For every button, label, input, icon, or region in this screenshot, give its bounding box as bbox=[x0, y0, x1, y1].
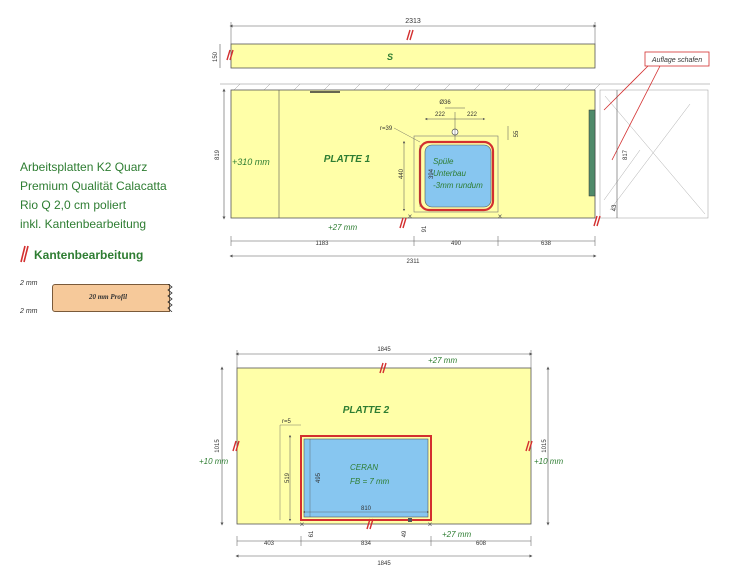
hob-dim-495: 495 bbox=[316, 472, 322, 483]
plate2-offset-right: +10 mm bbox=[534, 457, 563, 466]
sink-radius: r=39 bbox=[380, 126, 393, 132]
legend: Arbeitsplatten K2 Quarz Premium Qualität… bbox=[20, 158, 167, 234]
plate2-edge-mark-right bbox=[525, 440, 533, 452]
plate1-dim-seg-3: 638 bbox=[541, 241, 552, 247]
legend-line-quality: Premium Qualität Calacatta bbox=[20, 179, 167, 193]
callout-text: Auflage schafen bbox=[651, 57, 702, 64]
plate1-sink-cutout bbox=[424, 144, 492, 208]
plate1-dim-seg-2: 490 bbox=[451, 241, 462, 247]
hob-dim-810: 810 bbox=[361, 506, 372, 512]
plate2-edge-mark-left bbox=[232, 440, 240, 452]
plate1-sink-outline bbox=[413, 135, 499, 213]
sink-label-1: Spüle bbox=[433, 157, 454, 166]
plate2-dim-bottom: 1845 bbox=[377, 561, 391, 567]
edge-profile-swatch: 20 mm Profil bbox=[52, 284, 170, 312]
svg-text:×: × bbox=[428, 520, 433, 529]
sink-dim-91: 91 bbox=[422, 225, 428, 232]
callout-box bbox=[644, 51, 710, 67]
plate1-offset-left: +310 mm bbox=[232, 157, 270, 167]
profile-top-mm: 2 mm bbox=[20, 280, 38, 287]
plate1-dim-bottom: 2311 bbox=[407, 259, 421, 265]
plate2-offset-top: +27 mm bbox=[428, 356, 457, 365]
plate2-dim-right: 1015 bbox=[542, 439, 548, 453]
sink-dim-diameter: Ø36 bbox=[439, 100, 451, 106]
plate1-dim-top: 2313 bbox=[405, 18, 421, 25]
hob-label-1: CERAN bbox=[350, 463, 378, 472]
sink-label-3: -3mm rundum bbox=[433, 181, 483, 190]
plate1-dim-43: 43 bbox=[612, 204, 618, 211]
plate2-dim-seg-3: 608 bbox=[476, 541, 487, 547]
plate2-dim-left: 1015 bbox=[215, 439, 221, 453]
hob-radius: r=5 bbox=[282, 419, 292, 425]
svg-text:×: × bbox=[408, 212, 413, 221]
edge-mark-icon bbox=[20, 245, 29, 263]
plate2-hob-edge bbox=[300, 435, 432, 521]
legend-line-edges: inkl. Kantenbearbeitung bbox=[20, 217, 147, 231]
edge-legend-title: Kantenbearbeitung bbox=[34, 248, 144, 262]
plate1-strip-letter: S bbox=[387, 52, 393, 62]
sink-dim-55: 55 bbox=[514, 130, 520, 137]
profile-cut-icon bbox=[167, 284, 173, 312]
plate1-label: PLATTE 1 bbox=[324, 154, 371, 165]
plate1-edge-mark-right bbox=[593, 215, 601, 227]
profile-label: 20 mm Profil bbox=[88, 293, 128, 301]
plate1-dim-right: 817 bbox=[623, 149, 629, 160]
plate1-back-strip bbox=[230, 43, 596, 69]
hob-dim-61: 61 bbox=[309, 530, 315, 537]
plate2-edge-mark-top bbox=[379, 362, 387, 374]
plate1-dim-left: 819 bbox=[215, 149, 221, 160]
plate2-edge-mark-bottom bbox=[366, 518, 374, 530]
plate1-offset-bottom: +27 mm bbox=[328, 223, 357, 232]
svg-text:×: × bbox=[300, 520, 305, 529]
plate1-edge-mark-bottom bbox=[399, 217, 407, 229]
hob-label-2: FB = 7 mm bbox=[350, 477, 390, 486]
plate2-dim-seg-2: 834 bbox=[361, 541, 372, 547]
plate1-edge-mark-top bbox=[406, 29, 414, 41]
plate2-offset-bottom: +27 mm bbox=[442, 530, 471, 539]
plate2-dim-top: 1845 bbox=[377, 347, 391, 353]
plate2-hob-cutout bbox=[303, 438, 429, 518]
plate2-offset-left: +10 mm bbox=[199, 457, 228, 466]
plate1-side-panel bbox=[588, 109, 596, 197]
sink-dim-440: 440 bbox=[399, 168, 405, 179]
legend-line-material: Arbeitsplatten K2 Quarz bbox=[20, 160, 148, 174]
plate1-edge-mark-left bbox=[226, 49, 234, 61]
plate1-dim-seg-1: 1183 bbox=[316, 241, 330, 247]
hob-dim-49: 49 bbox=[402, 530, 408, 537]
svg-text:×: × bbox=[498, 212, 503, 221]
sink-dim-394: 394 bbox=[429, 168, 435, 179]
legend-line-finish: Rio Q 2,0 cm poliert bbox=[20, 198, 127, 212]
plate1-dim-strip: 150 bbox=[213, 51, 219, 62]
plate1-slab bbox=[230, 89, 596, 219]
sink-dim-222b: 222 bbox=[467, 112, 478, 118]
sink-label-2: Unterbau bbox=[433, 169, 466, 178]
hob-dim-519: 519 bbox=[285, 472, 291, 483]
sink-dim-222a: 222 bbox=[435, 112, 446, 118]
profile-bottom-mm: 2 mm bbox=[20, 308, 38, 315]
plate2-dim-seg-1: 403 bbox=[264, 541, 275, 547]
plate2-label: PLATTE 2 bbox=[343, 405, 390, 416]
